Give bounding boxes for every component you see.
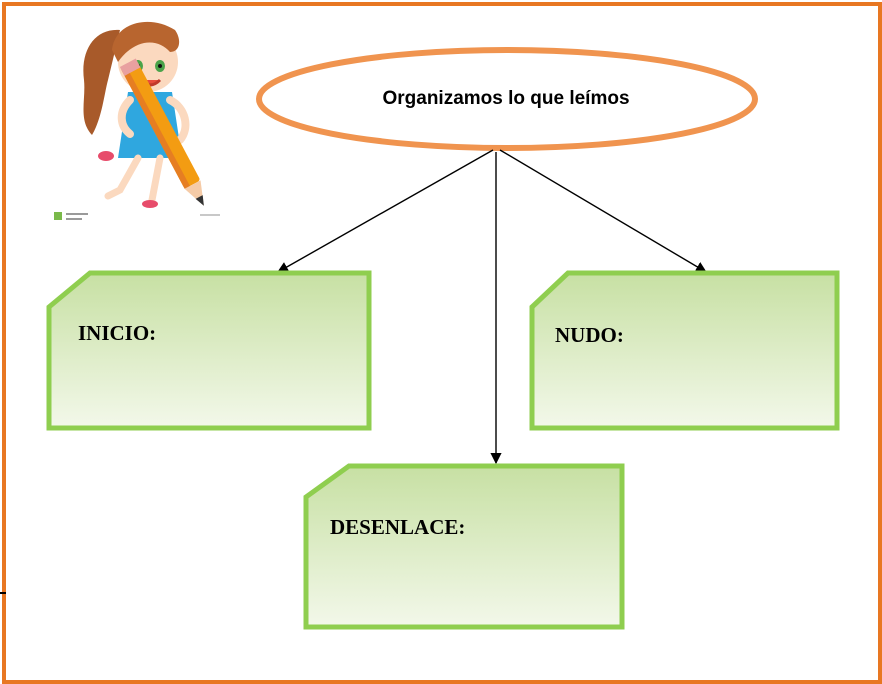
desenlace-label: DESENLACE:	[330, 515, 466, 539]
nudo-label: NUDO:	[555, 323, 624, 347]
arrow-to-inicio	[277, 149, 494, 273]
girl-with-pencil-illustration	[54, 21, 220, 220]
arrow-to-nudo	[499, 149, 707, 273]
margin-mark	[0, 592, 6, 594]
diagram-title: Organizamos lo que leímos	[382, 88, 630, 109]
inicio-label: INICIO:	[78, 321, 157, 345]
title-oval	[256, 47, 758, 151]
inicio-box	[46, 270, 372, 431]
nudo-box	[529, 270, 840, 431]
desenlace-box	[303, 463, 625, 630]
